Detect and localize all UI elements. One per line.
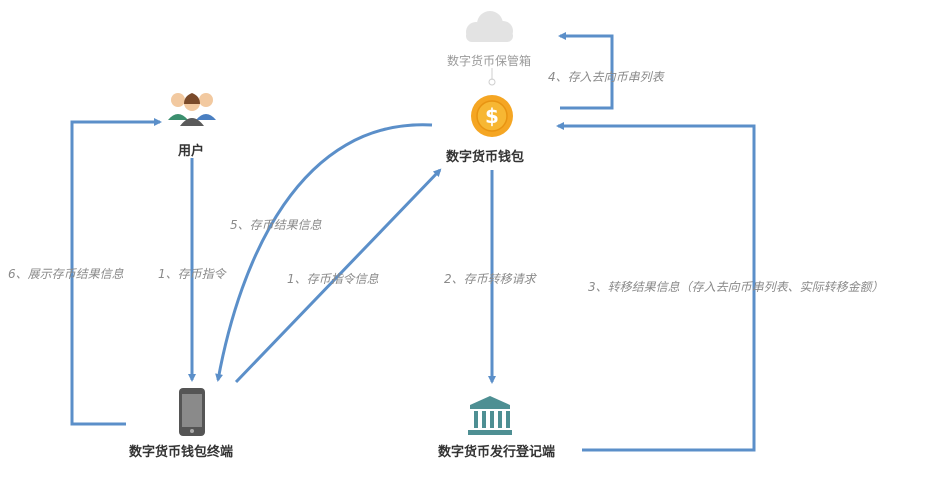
cloud-icon: [466, 11, 513, 42]
arrow-terminal-to-wallet: [234, 168, 442, 384]
mobile-phone-icon: [179, 388, 205, 436]
user-label: 用户: [178, 144, 205, 159]
edge-label-4: 4、存入去向币串列表: [548, 70, 664, 84]
edge-label-1a: 1、存币指令: [158, 267, 226, 281]
wallet-label: 数字货币钱包: [446, 150, 525, 165]
edge-label-2: 2、存币转移请求: [444, 272, 536, 286]
arrow-terminal-to-user: [70, 118, 162, 426]
arrow-registry-to-wallet: [556, 122, 756, 452]
registry-label: 数字货币发行登记端: [438, 445, 556, 460]
edge-label-1b: 1、存币指令信息: [287, 272, 379, 286]
terminal-label: 数字货币钱包终端: [129, 445, 234, 460]
arrow-wallet-to-terminal: [215, 123, 433, 382]
user-group-icon: [168, 93, 216, 126]
edge-label-3: 3、转移结果信息（存入去向币串列表、实际转移金额）: [588, 280, 884, 294]
vault-connector-dot: [488, 78, 496, 86]
edge-label-5: 5、存币结果信息: [230, 218, 322, 232]
svg-text:$: $: [485, 104, 499, 128]
coin-dollar-icon: $: [471, 95, 513, 137]
arrow-wallet-to-vault: [558, 32, 614, 110]
vault-label: 数字货币保管箱: [447, 54, 532, 68]
edge-label-6: 6、展示存币结果信息: [8, 267, 124, 281]
bank-building-icon: [468, 396, 512, 435]
